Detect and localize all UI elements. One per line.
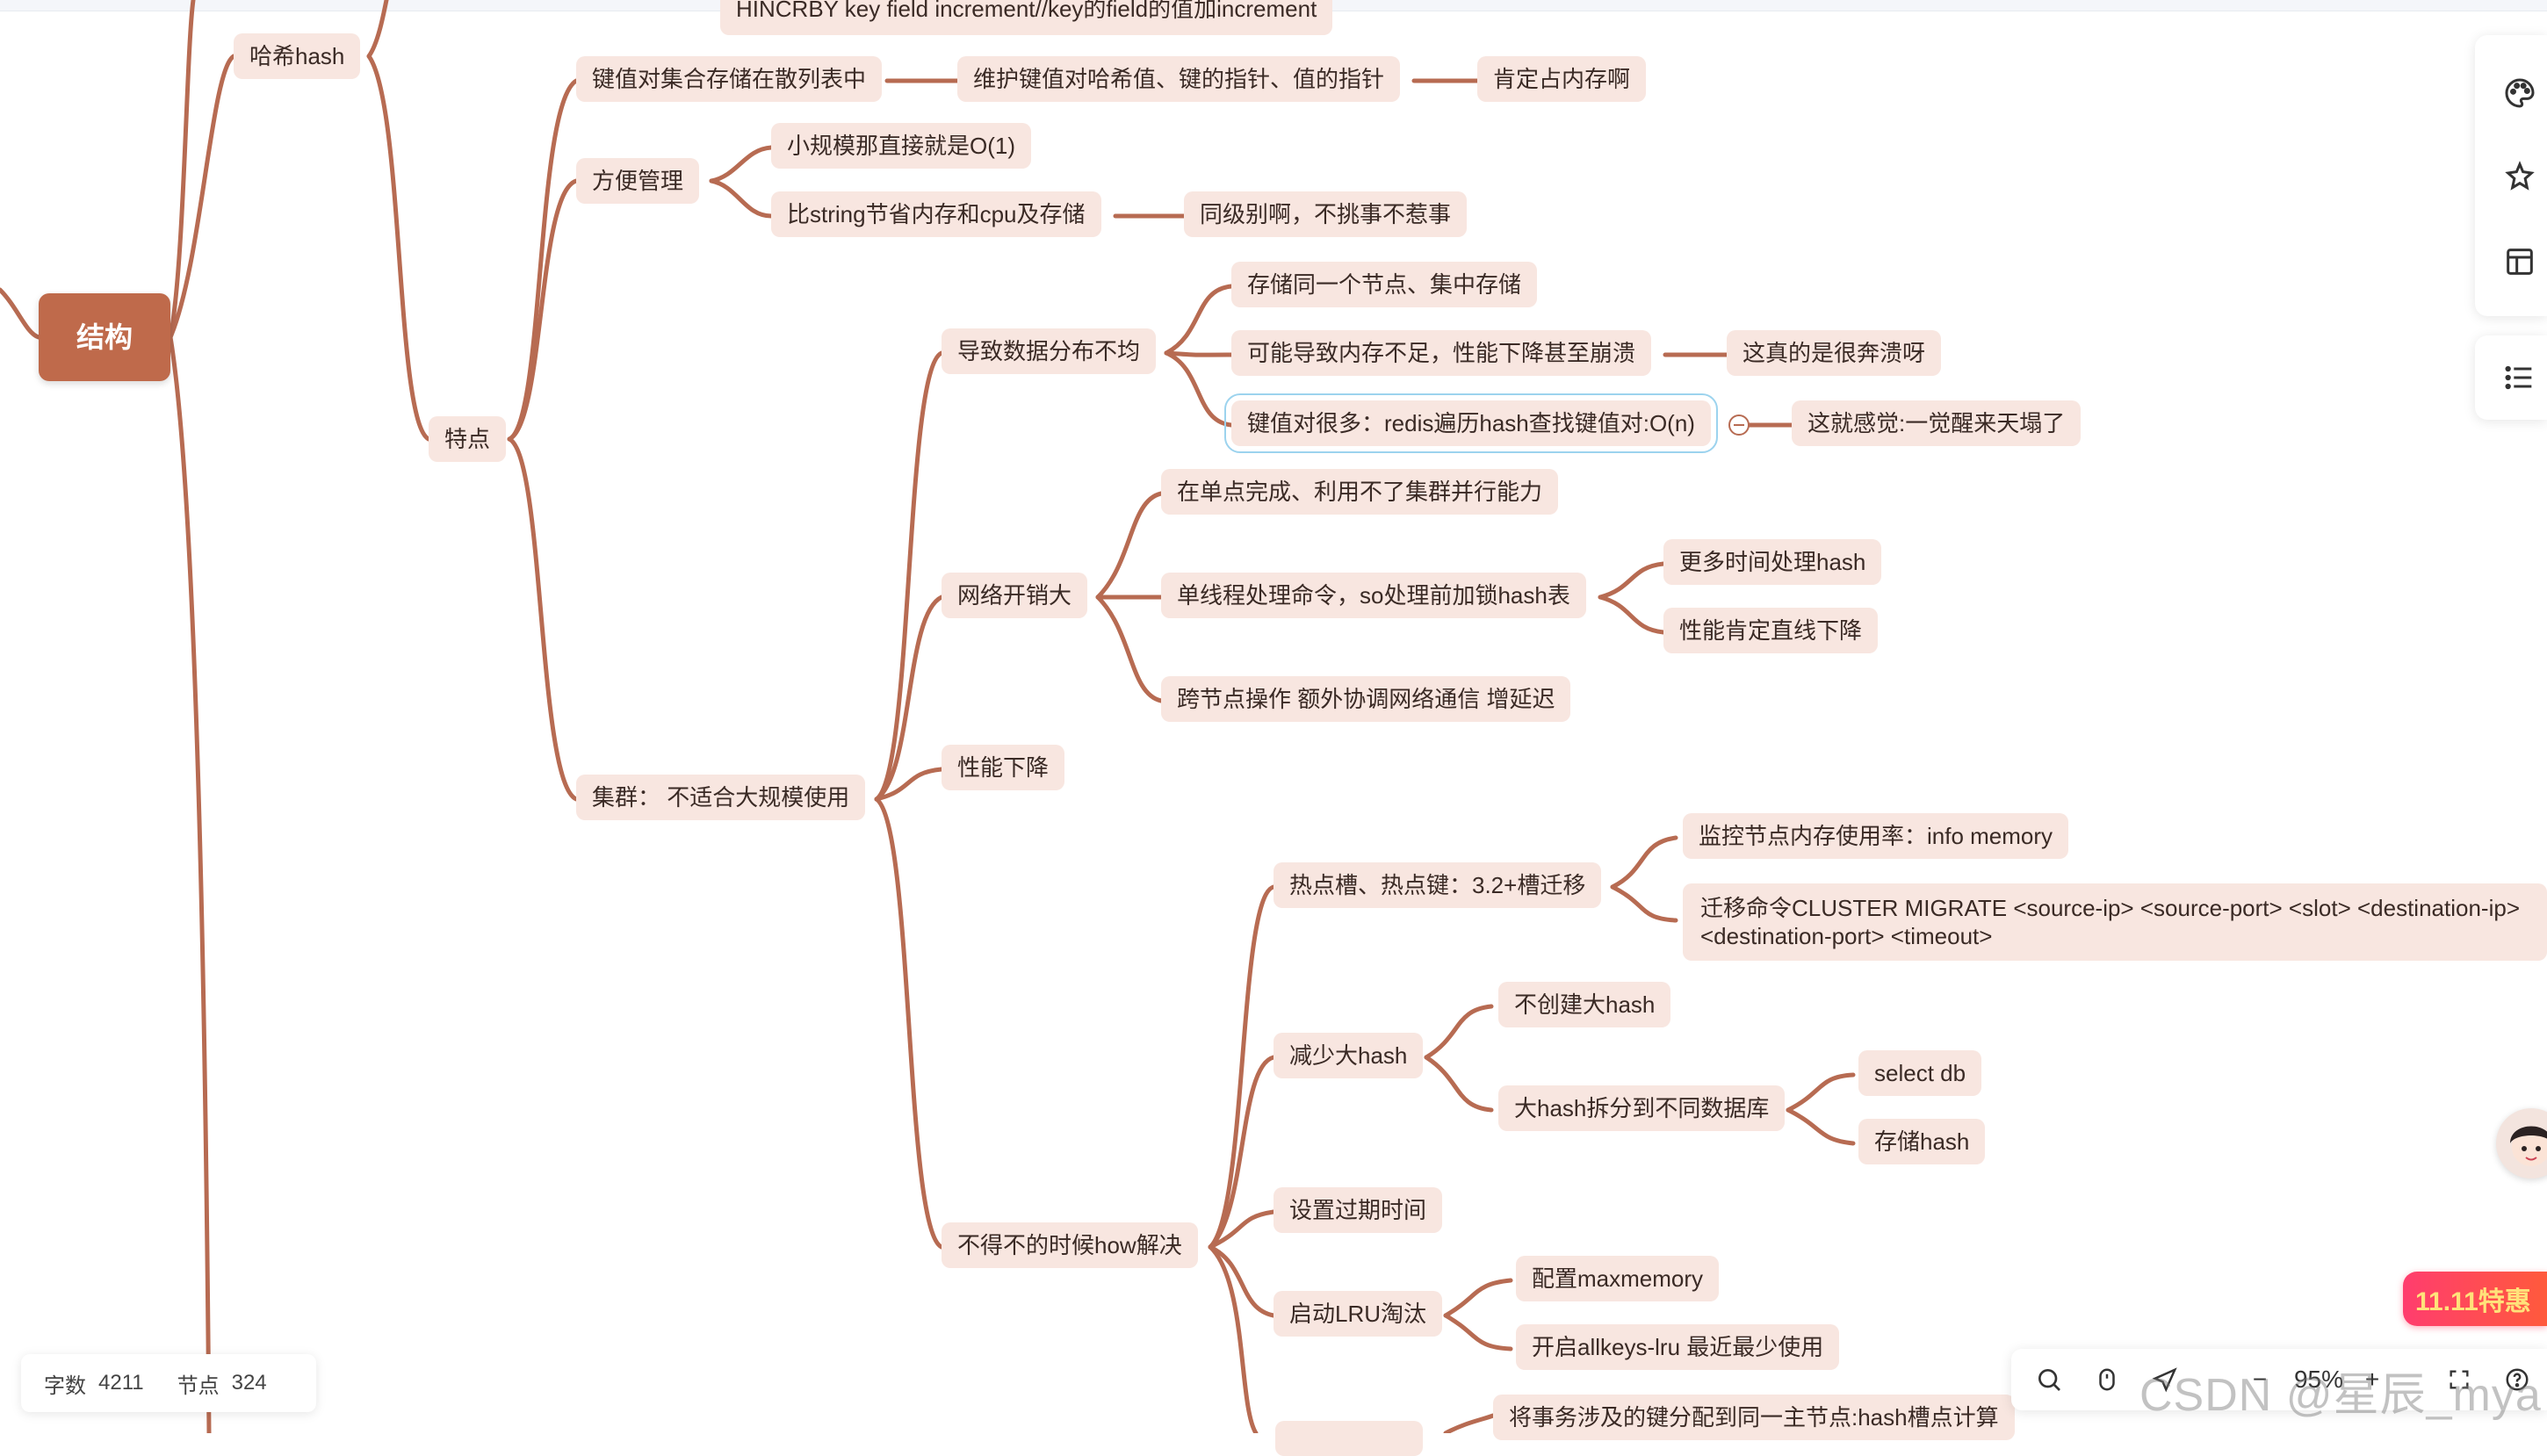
- node-memory-cost[interactable]: 肯定占内存啊: [1477, 56, 1647, 102]
- node-no-big-hash[interactable]: 不创建大hash: [1498, 982, 1671, 1027]
- mouse-icon[interactable]: [2089, 1361, 2125, 1398]
- zoom-level: 95%: [2293, 1366, 2344, 1393]
- node-expire[interactable]: 设置过期时间: [1274, 1187, 1443, 1233]
- promo-label: 11.11特惠: [2415, 1287, 2531, 1316]
- outline-list-icon[interactable]: [2495, 353, 2544, 402]
- chars-value: 4211: [98, 1371, 144, 1395]
- watermark: CSDN @星辰_mya: [2139, 1370, 2542, 1421]
- node-sky-fall[interactable]: 这就感觉:一觉醒来天塌了: [1792, 400, 2082, 446]
- help-icon[interactable]: [2500, 1361, 2535, 1398]
- node-how-solve[interactable]: 不得不的时候how解决: [942, 1222, 1198, 1268]
- assistant-avatar[interactable]: [2496, 1108, 2547, 1178]
- node-stub[interactable]: [1275, 1421, 1423, 1456]
- node-split-db[interactable]: 大hash拆分到不同数据库: [1498, 1085, 1786, 1131]
- node-perf-drop[interactable]: 性能下降: [942, 745, 1065, 790]
- node-same-level[interactable]: 同级别啊，不挑事不惹事: [1184, 191, 1468, 237]
- node-root-structure[interactable]: 结构: [39, 293, 170, 381]
- node-memory-crash[interactable]: 可能导致内存不足，性能下降甚至崩溃: [1231, 330, 1652, 376]
- node-kv-hashtable[interactable]: 键值对集合存储在散列表中: [576, 56, 883, 102]
- node-migrate-command[interactable]: 迁移命令CLUSTER MIGRATE <source-ip> <source-…: [1683, 883, 2547, 961]
- bottom-toolbar: − 95% +: [2011, 1349, 2547, 1410]
- fullscreen-icon[interactable]: [2442, 1361, 2477, 1398]
- right-toolbar: [2475, 35, 2547, 316]
- node-convenient[interactable]: 方便管理: [576, 158, 700, 204]
- chars-label: 字数: [44, 1373, 86, 1398]
- node-hash[interactable]: 哈希hash: [234, 33, 361, 79]
- node-network-cost[interactable]: 网络开销大: [942, 573, 1088, 618]
- nodes-value: 324: [231, 1371, 267, 1395]
- word-count-bar: 字数 4211 节点 324: [21, 1354, 316, 1412]
- send-icon[interactable]: [2147, 1361, 2183, 1398]
- nodes-label: 节点: [177, 1373, 220, 1398]
- node-same-master[interactable]: 将事务涉及的键分配到同一主节点:hash槽点计算: [1493, 1395, 2015, 1440]
- node-cross-node[interactable]: 跨节点操作 额外协调网络通信 增延迟: [1161, 676, 1571, 722]
- node-reduce-big-hash[interactable]: 减少大hash: [1274, 1033, 1424, 1078]
- minus-icon[interactable]: −: [2252, 1366, 2268, 1393]
- node-save-vs-string[interactable]: 比string节省内存和cpu及存储: [771, 191, 1101, 237]
- node-hincrby[interactable]: HINCRBY key field increment//key的field的值…: [720, 0, 1333, 35]
- search-icon[interactable]: [2031, 1361, 2067, 1398]
- node-perf-drop-line[interactable]: 性能肯定直线下降: [1663, 608, 1879, 653]
- node-single-node[interactable]: 在单点完成、利用不了集群并行能力: [1161, 469, 1559, 515]
- node-select-db[interactable]: select db: [1858, 1050, 1982, 1096]
- node-lru[interactable]: 启动LRU淘汰: [1274, 1291, 1443, 1337]
- node-collapse[interactable]: 这真的是很奔溃呀: [1727, 330, 1942, 376]
- layout-icon[interactable]: [2495, 237, 2544, 286]
- node-store-hash[interactable]: 存储hash: [1858, 1119, 1986, 1164]
- plus-icon[interactable]: +: [2364, 1366, 2380, 1393]
- node-many-kv[interactable]: 键值对很多：redis遍历hash查找键值对:O(n): [1224, 393, 1718, 453]
- outline-panel: [2475, 335, 2547, 420]
- node-single-thread[interactable]: 单线程处理命令，so处理前加锁hash表: [1161, 573, 1586, 618]
- collapse-toggle[interactable]: [1728, 414, 1750, 436]
- node-allkeys-lru[interactable]: 开启allkeys-lru 最近最少使用: [1516, 1324, 1840, 1370]
- palette-icon[interactable]: [2495, 68, 2544, 118]
- node-hot-slot[interactable]: 热点槽、热点键：3.2+槽迁移: [1274, 862, 1602, 908]
- promo-badge[interactable]: 11.11特惠: [2403, 1272, 2547, 1326]
- node-more-time[interactable]: 更多时间处理hash: [1663, 539, 1882, 585]
- node-maxmemory[interactable]: 配置maxmemory: [1516, 1256, 1720, 1301]
- node-same-node-storage[interactable]: 存储同一个节点、集中存储: [1231, 262, 1538, 307]
- node-features[interactable]: 特点: [429, 416, 507, 462]
- node-cluster[interactable]: 集群： 不适合大规模使用: [576, 775, 866, 820]
- node-maintain-pointers[interactable]: 维护键值对哈希值、键的指针、值的指针: [957, 56, 1401, 102]
- node-small-o1[interactable]: 小规模那直接就是O(1): [771, 123, 1032, 169]
- node-monitor-memory[interactable]: 监控节点内存使用率：info memory: [1683, 813, 2069, 859]
- node-uneven-distribution[interactable]: 导致数据分布不均: [942, 328, 1157, 374]
- sparkle-pin-icon[interactable]: [2495, 153, 2544, 202]
